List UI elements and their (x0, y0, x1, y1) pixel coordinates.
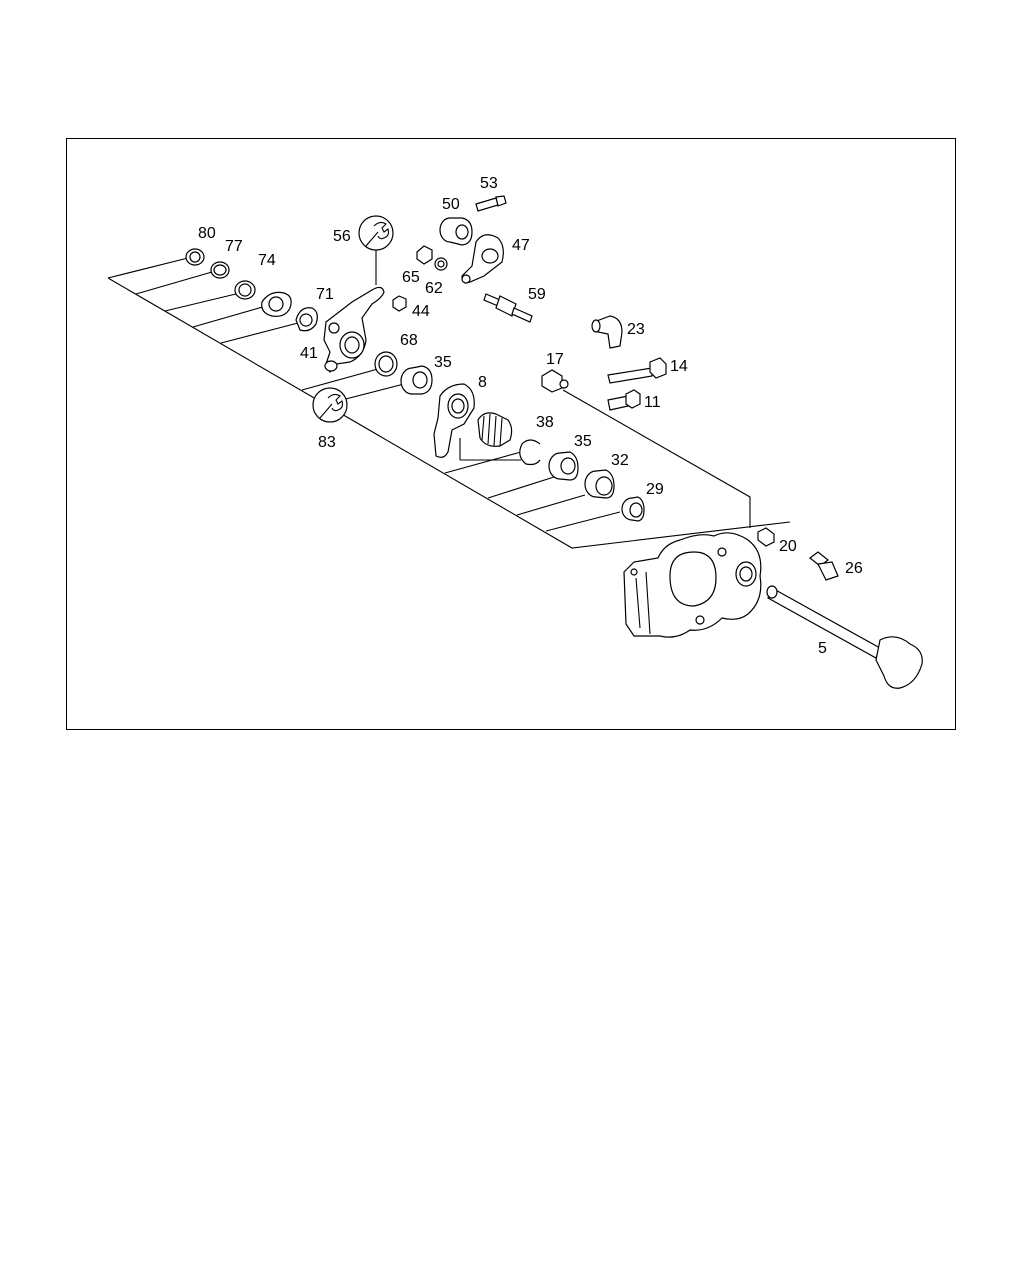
part-housing (623, 532, 762, 638)
label-23: 23 (627, 321, 645, 338)
label-44: 44 (412, 303, 430, 320)
label-11: 11 (644, 394, 661, 411)
part-65-nut (416, 245, 433, 265)
label-68: 68 (400, 332, 418, 349)
part-47-bracket (461, 234, 504, 284)
wrench-icon (312, 387, 348, 423)
label-47: 47 (512, 237, 530, 254)
part-35-bushing-lower (548, 451, 579, 481)
assembly-lines (107, 250, 791, 549)
label-8: 8 (478, 374, 487, 391)
part-23-elbow (591, 315, 623, 349)
label-83: 83 (318, 434, 336, 451)
label-29: 29 (646, 481, 664, 498)
label-56: 56 (333, 228, 351, 245)
part-50-bushing (439, 217, 473, 246)
label-59: 59 (528, 286, 546, 303)
label-5: 5 (818, 640, 827, 657)
label-65: 65 (402, 269, 420, 286)
label-71: 71 (316, 286, 334, 303)
part-20-nipple (757, 527, 775, 547)
part-53-bolt (475, 195, 507, 212)
part-41-slack-adjuster (323, 286, 385, 374)
label-38: 38 (536, 414, 554, 431)
label-62: 62 (425, 280, 443, 297)
diagram-frame (66, 138, 956, 730)
label-35: 35 (434, 354, 452, 371)
wrench-icon (358, 215, 394, 251)
part-29-ring (621, 496, 645, 522)
part-labels: 80 77 74 71 56 65 62 44 41 68 35 83 50 5… (198, 175, 863, 657)
part-26-fitting (809, 551, 839, 581)
label-74: 74 (258, 252, 276, 269)
part-35-bushing (400, 365, 433, 395)
label-20: 20 (779, 538, 797, 555)
part-5-shaft (766, 585, 923, 689)
part-11-bolt (607, 389, 641, 411)
part-17-plug (541, 369, 569, 393)
part-59-valve (483, 293, 533, 323)
part-38-snap-ring (519, 439, 541, 466)
part-44-nut (392, 295, 407, 312)
part-8-bracket (433, 383, 475, 458)
label-26: 26 (845, 560, 863, 577)
label-17: 17 (546, 351, 564, 368)
part-boot (477, 412, 513, 447)
part-32-seal (584, 469, 615, 499)
label-77: 77 (225, 238, 243, 255)
label-53: 53 (480, 175, 498, 192)
label-41: 41 (300, 345, 318, 362)
part-14-bolt (607, 357, 667, 384)
label-50: 50 (442, 196, 460, 213)
label-80: 80 (198, 225, 216, 242)
label-32: 32 (611, 452, 629, 469)
label-14: 14 (670, 358, 688, 375)
label-35-lower: 35 (574, 433, 592, 450)
